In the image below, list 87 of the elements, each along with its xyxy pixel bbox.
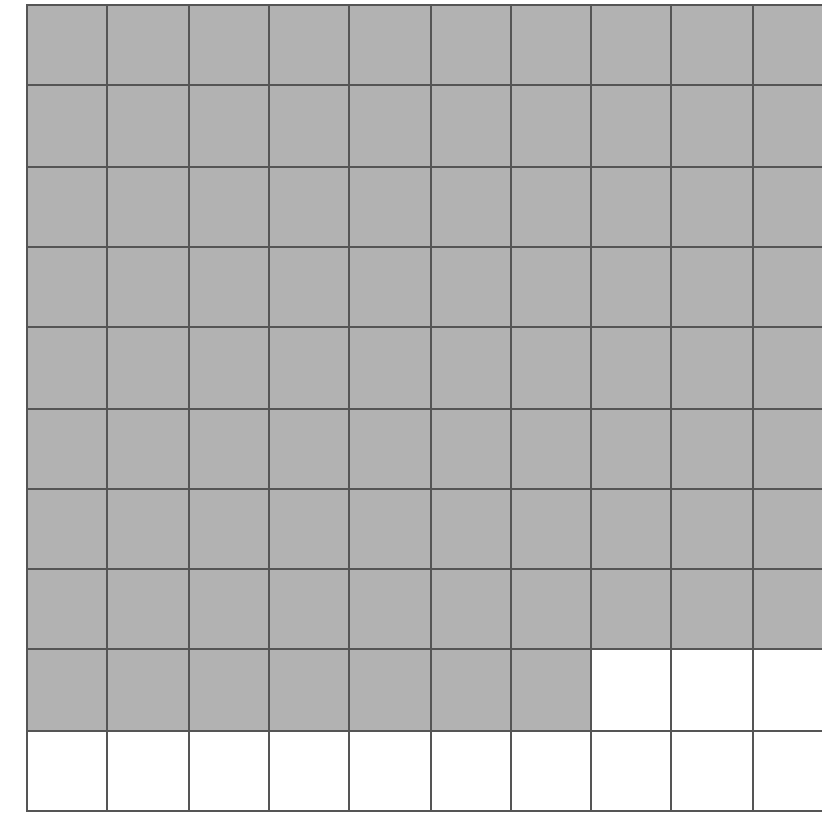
shaded-square (509, 4, 594, 88)
shaded-square (267, 165, 352, 249)
shaded-square (348, 4, 432, 88)
shaded-square (429, 245, 513, 330)
shaded-square (429, 568, 513, 652)
shaded-square (751, 487, 822, 572)
shaded-square (187, 407, 271, 491)
shaded-square (429, 165, 513, 249)
shaded-square (670, 165, 755, 249)
shaded-square (429, 326, 513, 410)
shaded-square (590, 245, 674, 330)
shaded-square (267, 326, 352, 410)
shaded-square (26, 568, 110, 652)
shaded-square (429, 407, 513, 491)
shaded-square (267, 568, 352, 652)
shaded-square (187, 487, 271, 572)
shaded-square (106, 245, 191, 330)
shaded-square (187, 326, 271, 410)
shaded-square (267, 4, 352, 88)
shaded-square (751, 4, 822, 88)
shaded-square (751, 84, 822, 169)
shaded-square (348, 245, 432, 330)
shaded-square (267, 487, 352, 572)
shaded-square (187, 84, 271, 169)
shaded-square (509, 568, 594, 652)
shaded-square (509, 326, 594, 410)
shaded-square (106, 4, 191, 88)
shaded-square (429, 4, 513, 88)
shaded-square (187, 568, 271, 652)
shaded-square (348, 84, 432, 169)
shaded-square (670, 487, 755, 572)
shaded-square (348, 165, 432, 249)
shaded-square (509, 648, 594, 733)
shaded-square (26, 245, 110, 330)
shaded-square (590, 568, 674, 652)
shaded-square (267, 407, 352, 491)
shaded-square (751, 245, 822, 330)
shaded-square (751, 165, 822, 249)
shaded-square (751, 326, 822, 410)
shaded-square (106, 165, 191, 249)
shaded-square (590, 487, 674, 572)
shaded-square (187, 648, 271, 733)
shaded-square (348, 326, 432, 410)
shaded-square (267, 84, 352, 169)
shaded-square (670, 4, 755, 88)
shaded-square (751, 407, 822, 491)
shaded-square (590, 165, 674, 249)
shaded-square (187, 165, 271, 249)
shaded-square (670, 84, 755, 169)
shaded-square (106, 407, 191, 491)
shaded-square (751, 568, 822, 652)
shaded-square (26, 648, 110, 733)
shaded-square (187, 4, 271, 88)
shaded-square (106, 326, 191, 410)
shaded-square (26, 84, 110, 169)
shaded-square (26, 407, 110, 491)
shaded-square (348, 568, 432, 652)
shaded-square (26, 165, 110, 249)
shaded-square (509, 407, 594, 491)
shaded-square (509, 245, 594, 330)
shaded-square (267, 648, 352, 733)
shaded-square (106, 84, 191, 169)
shaded-square (106, 568, 191, 652)
shaded-square (590, 326, 674, 410)
shaded-square (590, 4, 674, 88)
shaded-square (509, 165, 594, 249)
shaded-square (670, 407, 755, 491)
shaded-square (187, 245, 271, 330)
shaded-square (670, 568, 755, 652)
shaded-square (429, 84, 513, 169)
shaded-square (670, 326, 755, 410)
shaded-square (348, 487, 432, 572)
shaded-square (509, 84, 594, 169)
shaded-square (348, 648, 432, 733)
shaded-square (429, 648, 513, 733)
shaded-square (26, 326, 110, 410)
shaded-square (670, 245, 755, 330)
shaded-square (429, 487, 513, 572)
shaded-square (106, 487, 191, 572)
shaded-square (26, 487, 110, 572)
shaded-square (26, 4, 110, 88)
shaded-square (590, 407, 674, 491)
shaded-square (348, 407, 432, 491)
shaded-square (590, 84, 674, 169)
shaded-square (106, 648, 191, 733)
shaded-square (509, 487, 594, 572)
shaded-square (267, 245, 352, 330)
